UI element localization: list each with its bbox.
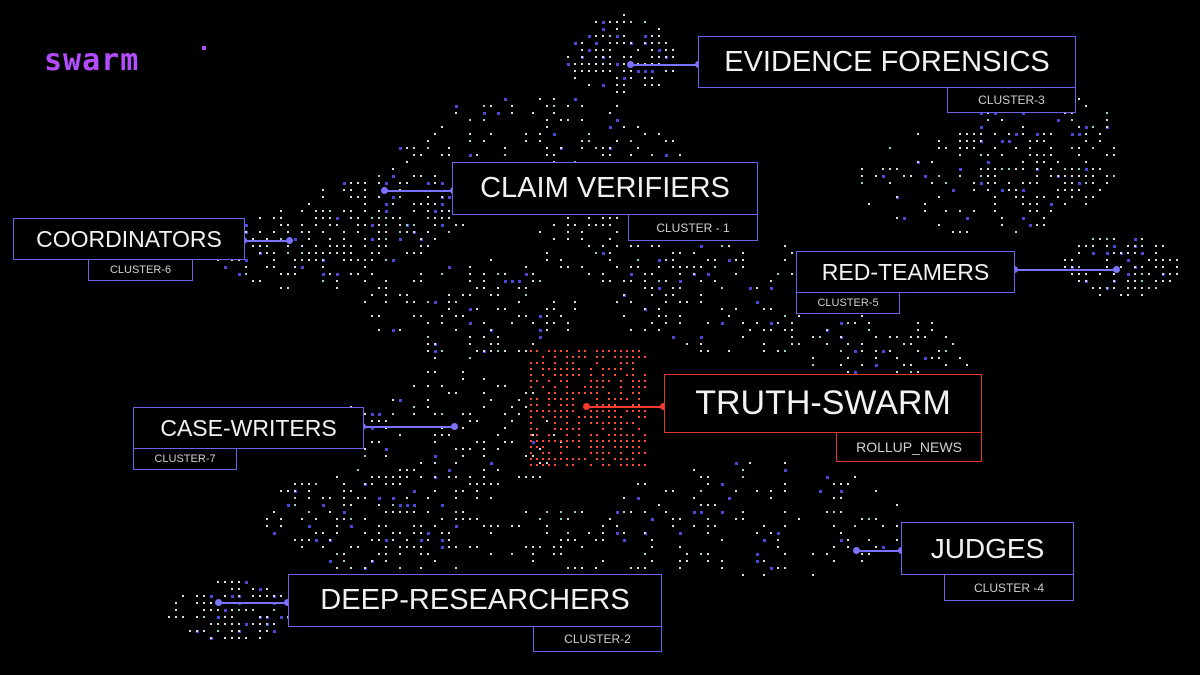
node-coordinators[interactable]: COORDINATORS (13, 218, 245, 260)
node-claim-verifiers[interactable]: CLAIM VERIFIERS (452, 162, 758, 215)
connector-dot-claim-verifiers (381, 187, 388, 194)
tag-rollup-news: ROLLUP_NEWS (836, 432, 982, 462)
connector-judges (857, 550, 902, 552)
connector-coordinators (244, 240, 290, 242)
node-red-teamers[interactable]: RED-TEAMERS (796, 251, 1015, 293)
connector-claim-verifiers (385, 190, 453, 192)
connector-case-writers (363, 426, 456, 428)
tag-cluster-4: CLUSTER -4 (944, 574, 1074, 601)
node-case-writers[interactable]: CASE-WRITERS (133, 407, 364, 449)
logo-accent-mark (202, 46, 206, 50)
connector-dot-coordinators-end (286, 237, 293, 244)
connector-dot-red-teamers-end (1113, 266, 1120, 273)
tag-cluster-5: CLUSTER-5 (796, 292, 900, 314)
connector-dot-evidence-forensics (627, 61, 634, 68)
node-truth-swarm[interactable]: TRUTH-SWARM (664, 374, 982, 433)
node-deep-researchers[interactable]: DEEP-RESEARCHERS (288, 574, 662, 627)
connector-dot-deep-researchers-end (284, 599, 291, 606)
connector-dot-judges (853, 547, 860, 554)
connector-deep-researchers (219, 602, 289, 604)
tag-cluster-3: CLUSTER-3 (947, 87, 1076, 113)
connector-dot-truth-swarm (583, 403, 590, 410)
tag-cluster-7: CLUSTER-7 (133, 448, 237, 470)
connector-dot-truth-swarm-end (660, 403, 667, 410)
connector-evidence-forensics (631, 64, 699, 66)
connector-red-teamers (1014, 269, 1118, 271)
tag-cluster-2: CLUSTER-2 (533, 626, 662, 652)
connector-dot-case-writers-end (451, 423, 458, 430)
node-judges[interactable]: JUDGES (901, 522, 1074, 575)
swarm-logo: swarm (44, 43, 140, 78)
tag-cluster-1: CLUSTER - 1 (628, 214, 758, 241)
node-evidence-forensics[interactable]: EVIDENCE FORENSICS (698, 36, 1076, 88)
connector-truth-swarm (587, 406, 665, 408)
connector-dot-deep-researchers (215, 599, 222, 606)
tag-cluster-6: CLUSTER-6 (88, 259, 193, 281)
